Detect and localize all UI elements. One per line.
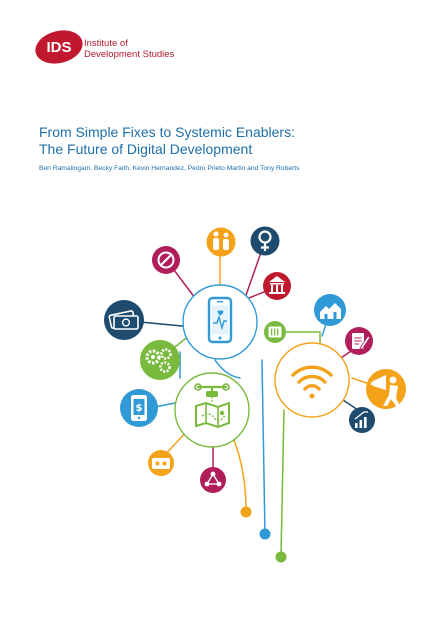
wifi-icon [291, 365, 333, 399]
institute-name-line1: Institute of [84, 38, 128, 49]
megaphone-person-icon [366, 369, 406, 409]
no-discrimination-icon [152, 246, 180, 274]
growth-chart-icon [349, 407, 375, 433]
network-icon [200, 467, 226, 493]
cassette-icon [148, 450, 174, 476]
digital-development-illustration: $ [104, 226, 406, 563]
houses-icon [314, 294, 346, 326]
document-pen-icon [345, 327, 373, 355]
report-title: From Simple Fixes to Systemic Enablers: … [39, 124, 419, 158]
report-title-line1: From Simple Fixes to Systemic Enablers: [39, 124, 295, 140]
svg-text:$: $ [136, 403, 143, 414]
ids-logo-letters: IDS [46, 39, 71, 56]
authors-line: Ben Ramalingam, Becky Faith, Kevin Herna… [39, 165, 300, 172]
ids-logo: IDS [35, 30, 83, 64]
ticket-icon [264, 321, 286, 343]
gears-icon [140, 340, 180, 380]
institute-name: Institute of Development Studies [84, 38, 174, 60]
drone-map-icon [194, 383, 230, 429]
government-building-icon [263, 272, 291, 300]
mobile-money-icon: $ [120, 389, 158, 427]
report-title-line2: The Future of Digital Development [39, 141, 253, 157]
institute-name-line2: Development Studies [84, 49, 175, 60]
money-icon [104, 300, 144, 340]
smartphone-health-icon [207, 296, 233, 344]
ids-logo-mark [35, 30, 83, 64]
female-symbol-icon [250, 226, 280, 256]
elderly-people-icon [206, 227, 236, 257]
